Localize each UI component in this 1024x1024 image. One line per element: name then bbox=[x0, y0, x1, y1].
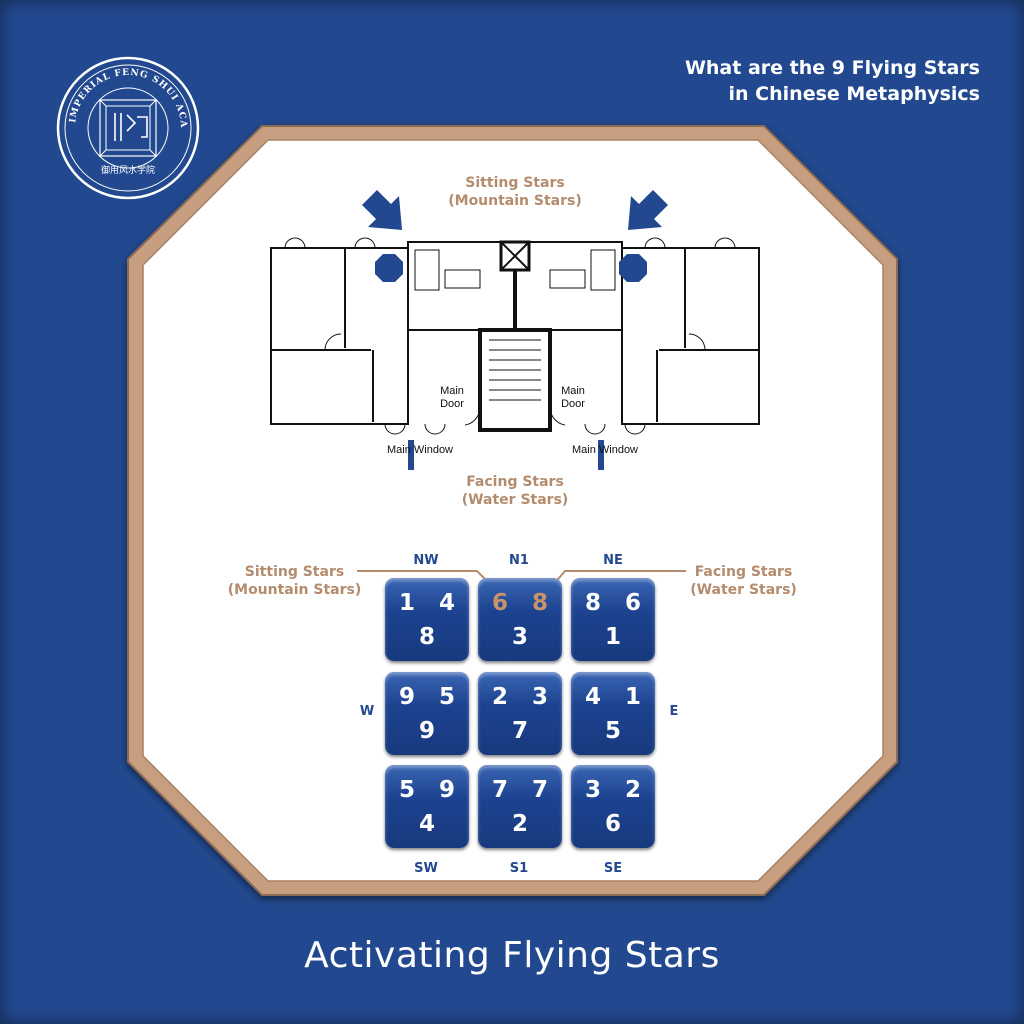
octagon-marker-right bbox=[619, 254, 647, 282]
direction-n: N1 bbox=[509, 553, 529, 568]
mountain-star: 5 bbox=[399, 777, 416, 803]
main-door-right: Main Door bbox=[561, 385, 585, 411]
plan-facing-label: Facing Stars(Water Stars) bbox=[461, 474, 569, 509]
period-star: 7 bbox=[511, 718, 528, 744]
period-star: 3 bbox=[511, 624, 528, 650]
chart-sitting-label: Sitting Stars(Mountain Stars) bbox=[227, 564, 362, 599]
main-door-left: Main Door bbox=[440, 385, 464, 411]
sitting-arrows-icon bbox=[362, 190, 668, 470]
direction-s: S1 bbox=[509, 861, 529, 876]
direction-e: E bbox=[669, 704, 679, 719]
octagon-marker-left bbox=[375, 254, 403, 282]
chart-facing-label: Facing Stars(Water Stars) bbox=[690, 564, 797, 599]
water-star: 3 bbox=[531, 684, 548, 710]
svg-text:御用风水学院: 御用风水学院 bbox=[101, 164, 155, 175]
header-line-2: in Chinese Metaphysics bbox=[728, 82, 980, 105]
water-star: 6 bbox=[624, 590, 641, 616]
mountain-star: 6 bbox=[492, 590, 509, 616]
water-star: 1 bbox=[624, 684, 641, 710]
water-star: 5 bbox=[438, 684, 455, 710]
mountain-star: 9 bbox=[399, 684, 416, 710]
mountain-star: 3 bbox=[585, 777, 602, 803]
water-star: 8 bbox=[531, 590, 548, 616]
main-window-right: Main Window bbox=[571, 444, 639, 456]
academy-logo: IMPERIAL FENG SHUI ACADEMY 御用风水学院 bbox=[55, 55, 200, 200]
header-title: What are the 9 Flying Stars in Chinese M… bbox=[685, 56, 980, 107]
direction-se: SE bbox=[603, 861, 623, 876]
water-star: 9 bbox=[438, 777, 455, 803]
direction-w: W bbox=[359, 704, 375, 719]
header-line-1: What are the 9 Flying Stars bbox=[684, 57, 980, 79]
direction-nw: NW bbox=[413, 553, 439, 568]
period-star: 4 bbox=[418, 811, 435, 837]
plan-sitting-label: Sitting Stars(Mountain Stars) bbox=[448, 175, 582, 210]
period-star: 6 bbox=[604, 811, 621, 837]
period-star: 8 bbox=[418, 624, 435, 650]
mountain-star: 2 bbox=[492, 684, 509, 710]
direction-sw: SW bbox=[414, 861, 438, 876]
floor-plan bbox=[270, 190, 760, 470]
mountain-star: 7 bbox=[492, 777, 509, 803]
period-star: 2 bbox=[511, 811, 528, 837]
period-star: 9 bbox=[418, 718, 435, 744]
direction-ne: NE bbox=[603, 553, 623, 568]
footer-title: Activating Flying Stars bbox=[304, 935, 720, 976]
water-star: 7 bbox=[531, 777, 548, 803]
period-star: 5 bbox=[604, 718, 621, 744]
period-star: 1 bbox=[604, 624, 621, 650]
main-window-left: Main Window bbox=[386, 444, 454, 456]
water-star: 2 bbox=[624, 777, 641, 803]
water-star: 4 bbox=[438, 590, 455, 616]
mountain-star: 1 bbox=[399, 590, 416, 616]
mountain-star: 4 bbox=[585, 684, 602, 710]
mountain-star: 8 bbox=[585, 590, 602, 616]
